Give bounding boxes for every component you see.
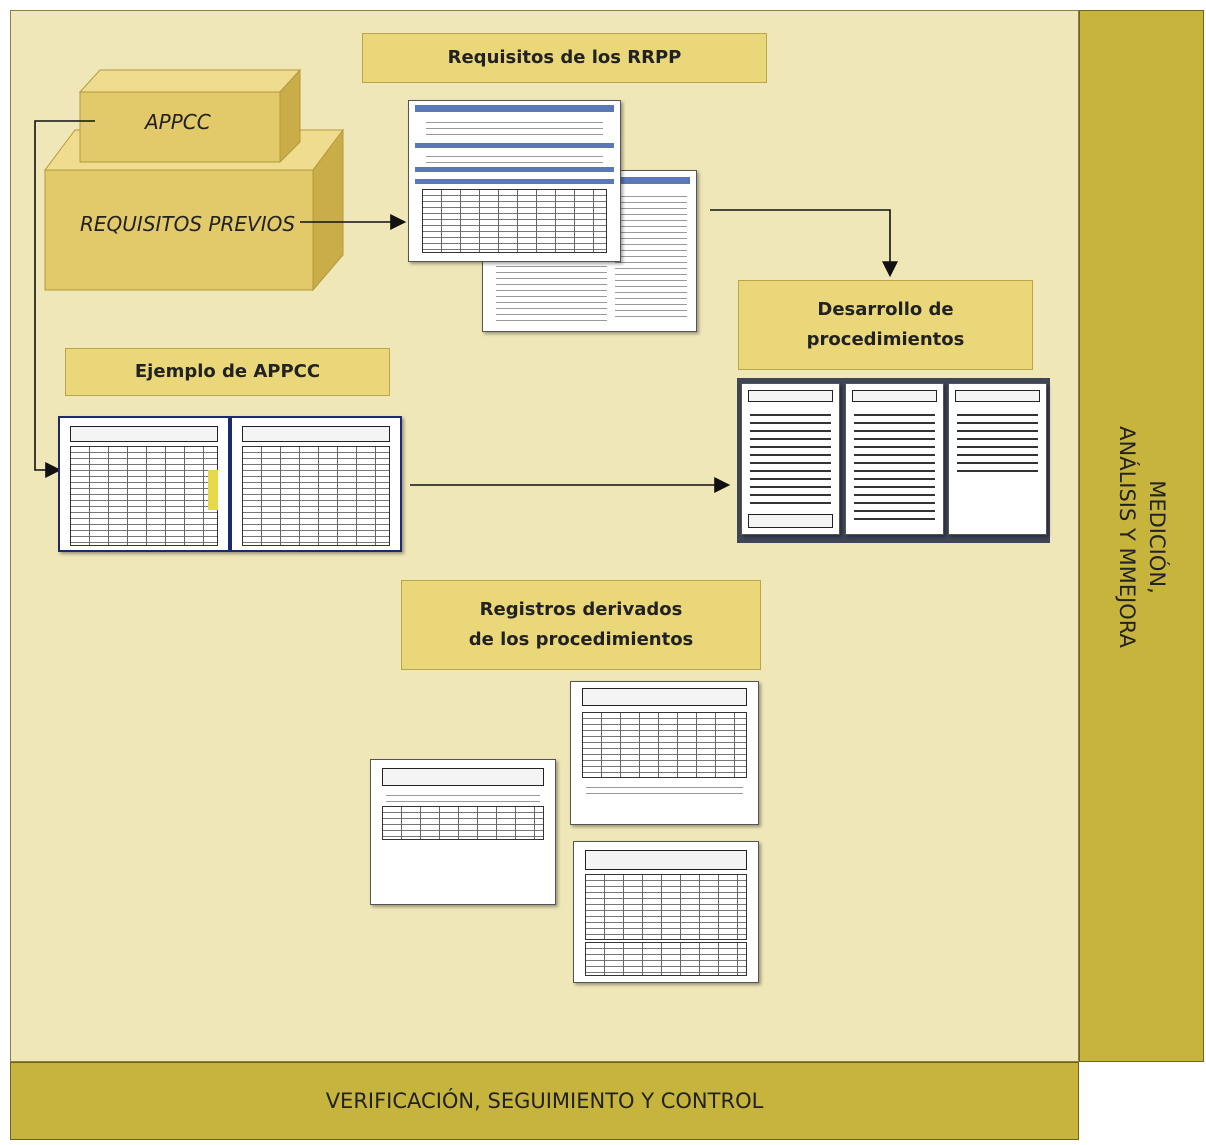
rrpp-document-front	[408, 100, 621, 262]
rrpp-to-desarrollo-arrow	[710, 209, 898, 278]
appcc-example-sheet-1	[58, 416, 230, 552]
record-form-3	[573, 841, 759, 983]
appcc-to-example-connector	[34, 120, 95, 478]
measurement-analysis-bar: MEDICIÓN, ANÁLISIS Y MMEJORA	[1079, 10, 1204, 1062]
procedure-sheet-1	[741, 383, 840, 535]
procedure-sheet-3	[948, 383, 1047, 535]
desarrollo-procedimientos-label: Desarrollo de procedimientos	[738, 280, 1033, 370]
appcc-box-label: APPCC	[145, 110, 211, 134]
appcc-box-front	[79, 91, 281, 163]
requisitos-rrpp-label: Requisitos de los RRPP	[362, 33, 767, 83]
record-form-2	[570, 681, 759, 825]
verification-control-label: VERIFICACIÓN, SEGUIMIENTO Y CONTROL	[325, 1089, 764, 1113]
appcc-example-sheet-2	[230, 416, 402, 552]
record-form-1	[370, 759, 556, 905]
appcc-box-top	[78, 69, 302, 93]
verification-control-bar: VERIFICACIÓN, SEGUIMIENTO Y CONTROL	[10, 1062, 1079, 1140]
procedure-sheet-2	[845, 383, 944, 535]
registros-derivados-label: Registros derivados de los procedimiento…	[401, 580, 761, 670]
ejemplo-appcc-label: Ejemplo de APPCC	[65, 348, 390, 396]
requisitos-previos-label: REQUISITOS PREVIOS	[80, 212, 296, 236]
requisitos-previos-box-front	[44, 169, 314, 291]
